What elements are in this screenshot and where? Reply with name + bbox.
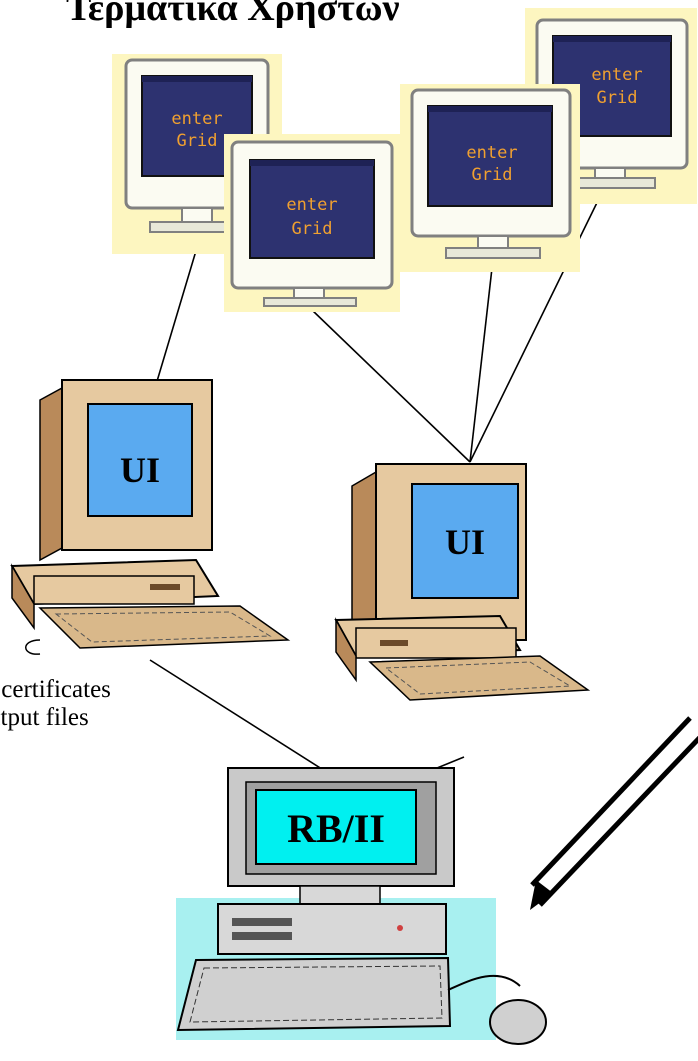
terminal-3-line1: enter [466, 143, 517, 163]
side-note-3: Output files [0, 704, 89, 731]
ui-1-label: UI [120, 450, 160, 490]
double-arrow [530, 716, 698, 910]
link-terminal3-ui2 [469, 267, 493, 463]
terminal-1-line1: enter [171, 109, 222, 129]
diagram-title: Τερματικά Χρηστών [66, 0, 400, 29]
terminal-2-line2: Grid [292, 219, 333, 239]
side-note-2: 09 certificates [0, 676, 111, 703]
ui-computer-2: UI [334, 463, 591, 701]
terminal-4-line2: Grid [597, 88, 638, 108]
terminal-2: enter Grid [224, 134, 400, 312]
terminal-1-line2: Grid [177, 131, 218, 151]
link-terminal2-ui2 [311, 309, 471, 463]
terminal-4-line1: enter [591, 65, 642, 85]
rb-ii-computer: RB/II [176, 767, 547, 1045]
rb-ii-label: RB/II [287, 806, 385, 851]
ui-computer-1: UI [10, 379, 291, 655]
ui-2-label: UI [445, 522, 485, 562]
terminal-3: enter Grid [400, 84, 580, 272]
terminal-2-line1: enter [286, 195, 337, 215]
terminal-3-line2: Grid [472, 165, 513, 185]
link-terminal4-ui2 [469, 171, 613, 463]
